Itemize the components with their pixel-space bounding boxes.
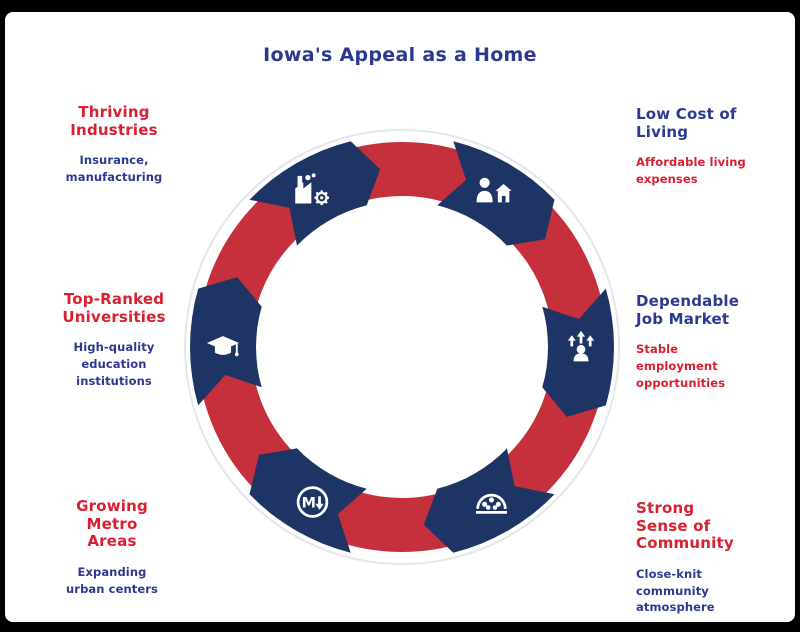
label-description: Affordable living expenses — [636, 155, 746, 187]
label-thriving-industries: Thriving Industries Insurance, manufactu… — [62, 103, 166, 186]
label-heading: Low Cost of Living — [636, 105, 737, 141]
label-description: High-quality education institutions — [73, 340, 155, 388]
label-heading: Thriving Industries — [70, 103, 158, 139]
cycle-diagram: M — [184, 129, 620, 565]
label-low-cost-of-living: Low Cost of Living Affordable living exp… — [636, 105, 748, 188]
label-heading: Dependable Job Market — [636, 292, 740, 328]
label-heading: Growing Metro Areas — [76, 497, 148, 551]
page-title: Iowa's Appeal as a Home — [263, 44, 537, 66]
label-heading: Top-Ranked Universities — [62, 290, 166, 326]
label-dependable-job-market: Dependable Job Market Stable employment … — [636, 292, 748, 391]
label-strong-sense-of-community: Strong Sense of Community Close-knit com… — [636, 499, 740, 616]
label-description: Expanding urban centers — [66, 565, 158, 596]
label-description: Stable employment opportunities — [636, 342, 726, 390]
label-growing-metro-areas: Growing Metro Areas Expanding urban cent… — [64, 497, 160, 597]
label-description: Close-knit community atmosphere — [636, 567, 715, 615]
segment-middle-right — [542, 288, 614, 417]
segment-top-right — [437, 141, 555, 246]
label-top-ranked-universities: Top-Ranked Universities High-quality edu… — [50, 290, 178, 389]
segment-top-left — [249, 141, 381, 246]
label-description: Insurance, manufacturing — [65, 153, 163, 185]
label-heading: Strong Sense of Community — [636, 499, 734, 553]
